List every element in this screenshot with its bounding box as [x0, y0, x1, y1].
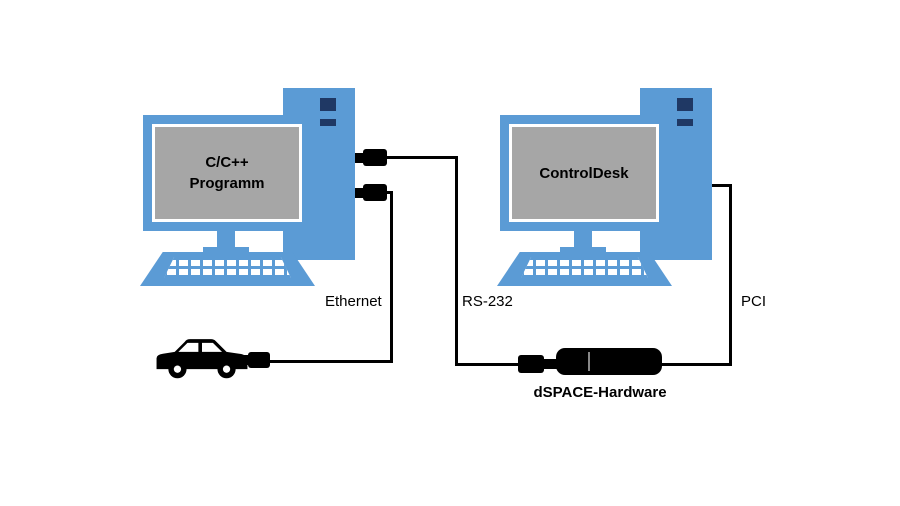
ethernet-plug-tip-icon: [355, 188, 363, 198]
dspace-device-icon: [556, 348, 662, 375]
pci-line-v: [729, 184, 732, 366]
ethernet-plug-icon: [363, 184, 387, 201]
left-monitor-screen: C/C++ Programm: [152, 124, 302, 222]
left-monitor-stand: [217, 231, 235, 247]
rs232-line-h1: [387, 156, 458, 159]
right-monitor-screen: ControlDesk: [509, 124, 659, 222]
right-monitor-stand-base: [560, 247, 606, 254]
dspace-label: dSPACE-Hardware: [533, 384, 667, 401]
drive-slot-icon: [320, 119, 336, 126]
rs232-line-h2: [455, 363, 518, 366]
dspace-plug-tip-icon: [544, 359, 558, 369]
pci-label: PCI: [741, 293, 767, 310]
rs232-label: RS-232: [462, 293, 513, 310]
right-monitor: ControlDesk: [500, 115, 668, 231]
dspace-device-slot: [588, 352, 590, 371]
rs232-line-v: [455, 156, 458, 366]
dspace-plug-icon: [518, 355, 544, 373]
car-plug-tip-icon: [240, 355, 248, 365]
power-button-icon: [320, 98, 336, 111]
right-keyboard: [497, 252, 672, 286]
drive-slot-icon: [677, 119, 693, 126]
left-monitor-stand-base: [203, 247, 249, 254]
car-icon: [156, 339, 248, 379]
pci-line-h1: [710, 184, 732, 187]
rs232-plug-icon: [363, 149, 387, 166]
right-screen-label: ControlDesk: [539, 164, 629, 182]
ethernet-line-v: [390, 191, 393, 363]
right-keyboard-keys: [521, 257, 648, 278]
ethernet-label: Ethernet: [325, 293, 382, 310]
right-monitor-stand: [574, 231, 592, 247]
left-screen-label-line2: Programm: [189, 175, 265, 192]
pci-line-h2: [662, 363, 732, 366]
left-keyboard-keys: [164, 257, 291, 278]
left-screen-label-line1: C/C++: [205, 154, 249, 171]
rs232-plug-tip-icon: [355, 153, 363, 163]
left-monitor: C/C++ Programm: [143, 115, 311, 231]
power-button-icon: [677, 98, 693, 111]
ethernet-line-h2: [268, 360, 393, 363]
left-keyboard: [140, 252, 315, 286]
car-plug-icon: [248, 352, 270, 368]
